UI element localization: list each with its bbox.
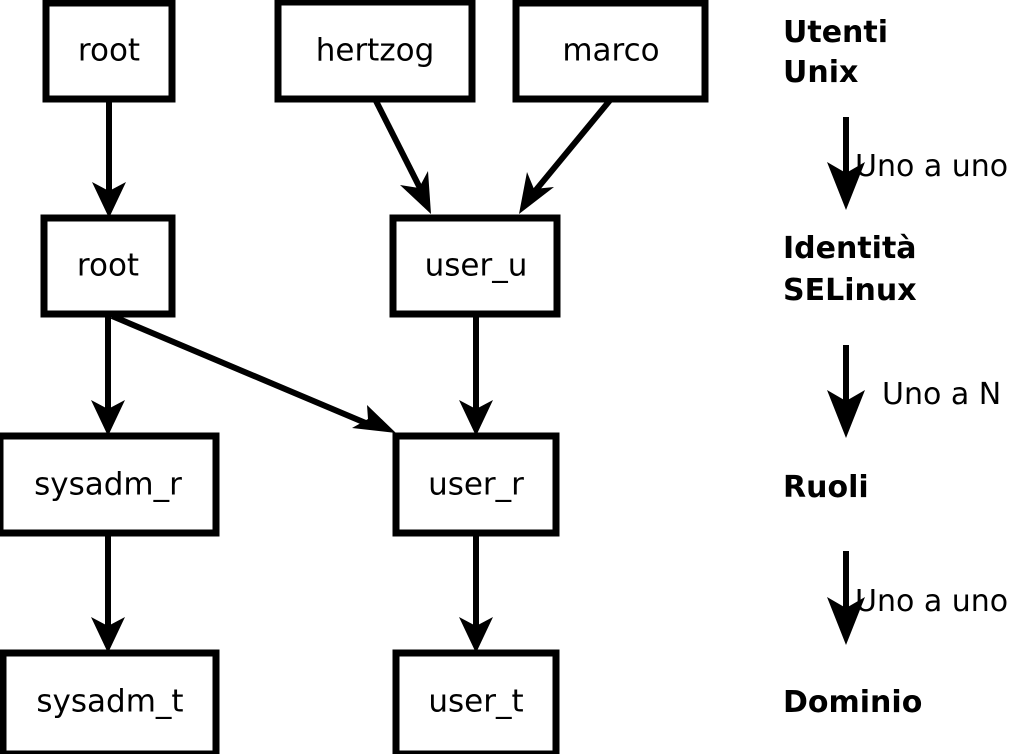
edge-marco-to-user-u (519, 97, 614, 214)
level-identita-selinux-line1: Identità (783, 231, 917, 266)
level-identita-selinux-line2: SELinux (783, 273, 917, 308)
edge-user-u-to-user-r (459, 314, 493, 436)
node-unix-root[interactable]: root (42, 0, 176, 103)
node-unix-hertzog[interactable]: hertzog (274, 0, 476, 103)
level-utenti-unix-line2: Unix (783, 55, 858, 90)
node-label-domain-sysadm-t: sysadm_t (36, 684, 183, 720)
nodes-layer: root hertzog marco root user_u sysadm_r (0, 0, 709, 754)
relation-unix-to-selinux-label: Uno a uno (855, 149, 1008, 184)
relation-ruoli-to-dominio: Uno a uno (827, 551, 1008, 645)
node-role-sysadm-r[interactable]: sysadm_r (0, 432, 220, 537)
edge-unix-root-to-selinux-root (92, 99, 126, 218)
edges-layer (91, 97, 614, 653)
level-ruoli: Ruoli (783, 470, 869, 505)
node-label-unix-root: root (78, 33, 140, 69)
edge-user-r-to-user-t (459, 533, 493, 653)
node-domain-user-t[interactable]: user_t (392, 649, 560, 754)
node-selinux-user-u[interactable]: user_u (389, 214, 561, 318)
relation-ruoli-to-dominio-label: Uno a uno (855, 584, 1008, 619)
node-domain-sysadm-t[interactable]: sysadm_t (0, 649, 220, 754)
node-label-unix-marco: marco (562, 33, 659, 69)
node-label-domain-user-t: user_t (428, 684, 523, 720)
level-ruoli-line1: Ruoli (783, 470, 869, 505)
edge-selinux-root-to-user-r (110, 313, 396, 433)
level-utenti-unix: Utenti Unix (783, 15, 888, 90)
level-dominio-line1: Dominio (783, 685, 922, 720)
node-label-selinux-root: root (77, 248, 139, 284)
relation-selinux-to-ruoli: Uno a N (827, 345, 1001, 438)
node-role-user-r[interactable]: user_r (392, 432, 560, 537)
node-label-role-sysadm-r: sysadm_r (34, 467, 182, 503)
level-identita-selinux: Identità SELinux (783, 231, 917, 308)
node-label-role-user-r: user_r (428, 467, 524, 503)
node-label-selinux-user-u: user_u (425, 248, 528, 284)
node-selinux-root[interactable]: root (40, 214, 176, 318)
edge-selinux-root-to-sysadm-r (91, 314, 125, 436)
node-unix-marco[interactable]: marco (512, 0, 709, 103)
relation-selinux-to-ruoli-label: Uno a N (882, 377, 1001, 412)
edge-sysadm-r-to-sysadm-t (91, 533, 125, 653)
level-utenti-unix-line1: Utenti (783, 15, 888, 50)
node-label-unix-hertzog: hertzog (316, 33, 435, 69)
relation-unix-to-selinux: Uno a uno (827, 117, 1008, 210)
legend-column: Utenti Unix Uno a uno Identità SELinux U… (783, 15, 1008, 720)
level-dominio: Dominio (783, 685, 922, 720)
edge-hertzog-to-user-u (372, 97, 431, 214)
